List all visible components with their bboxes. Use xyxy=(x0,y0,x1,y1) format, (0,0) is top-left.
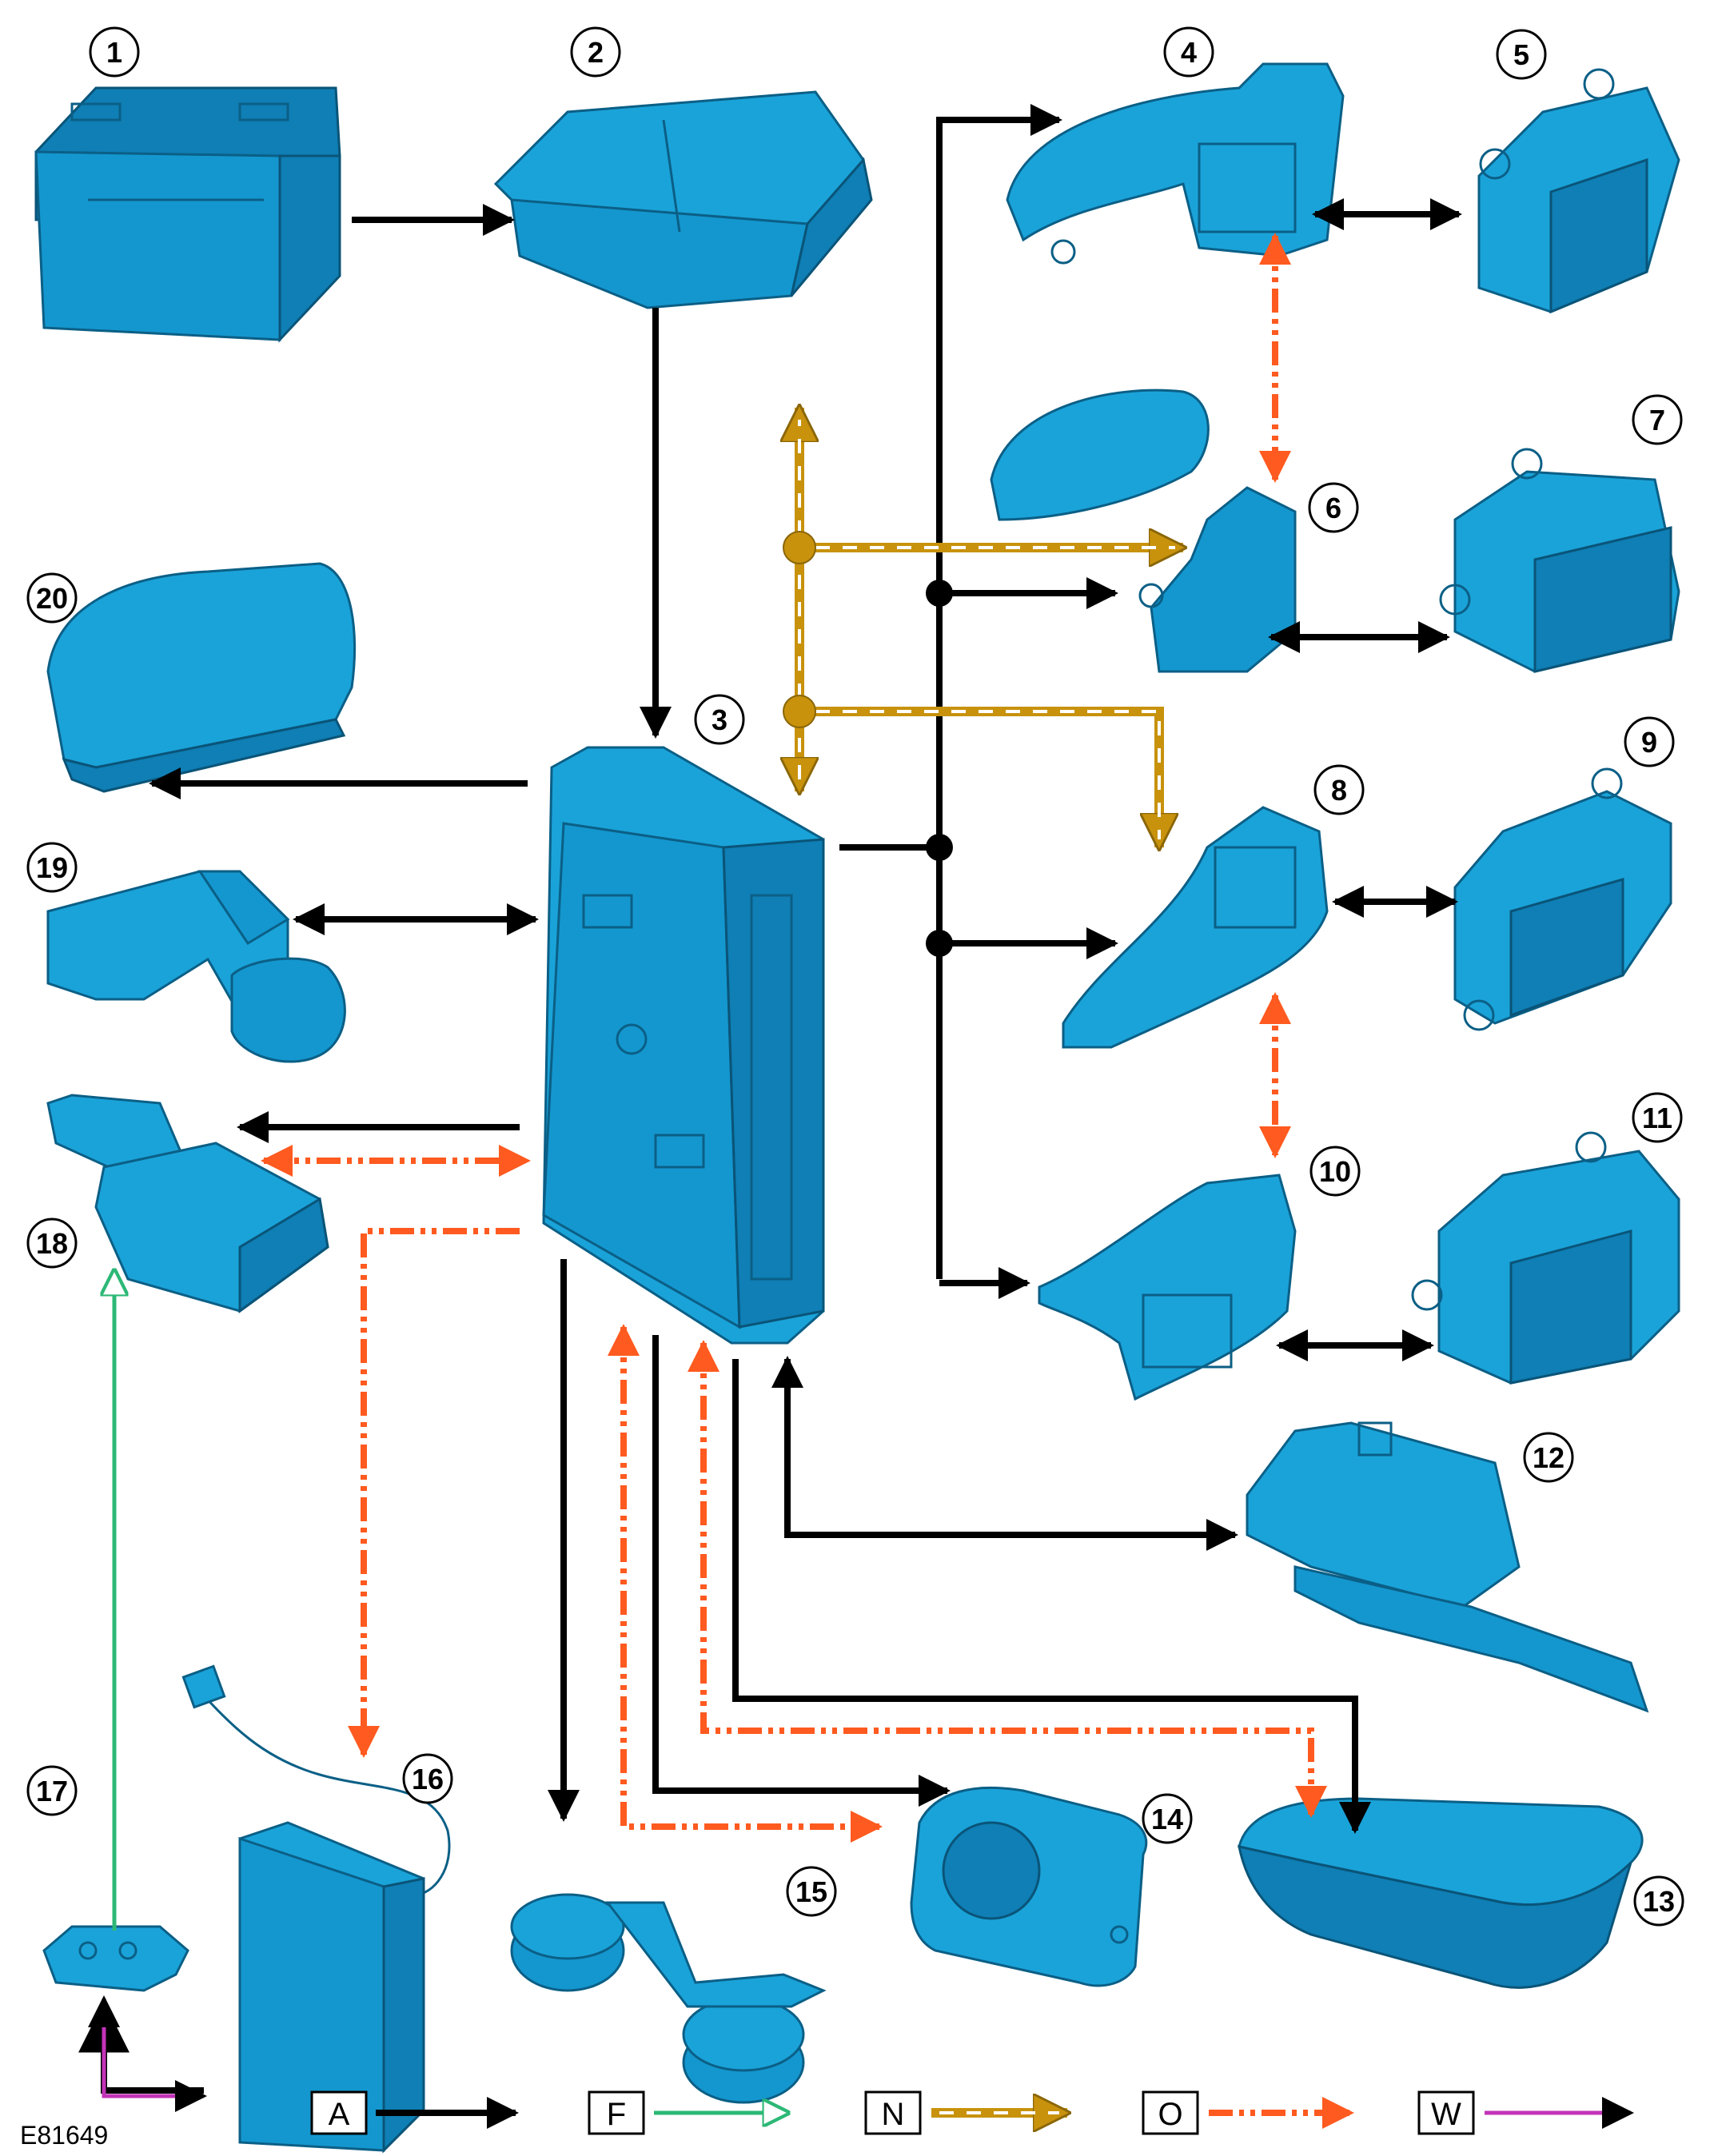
legend-item-F: F xyxy=(588,2090,787,2135)
svg-text:17: 17 xyxy=(36,1775,68,1807)
svg-text:9: 9 xyxy=(1641,726,1657,759)
callout-2: 2 xyxy=(570,26,621,78)
door-module-11 xyxy=(1411,1131,1680,1385)
callout-3: 3 xyxy=(694,694,745,745)
door-module-7 xyxy=(1439,448,1680,673)
svg-text:5: 5 xyxy=(1513,38,1529,71)
svg-text:12: 12 xyxy=(1533,1441,1565,1474)
siren xyxy=(910,1786,1148,1987)
connections-W xyxy=(88,1995,207,2112)
legend-item-N: N xyxy=(864,2090,1067,2135)
legend-item-A: A xyxy=(310,2090,519,2135)
svg-text:20: 20 xyxy=(36,582,68,615)
fuse-box xyxy=(493,90,873,309)
svg-text:18: 18 xyxy=(36,1227,68,1260)
module-12 xyxy=(1246,1421,1649,1713)
door-latch-front-left xyxy=(1006,62,1345,265)
svg-text:14: 14 xyxy=(1151,1803,1183,1835)
callout-6: 6 xyxy=(1308,482,1359,533)
svg-text:15: 15 xyxy=(795,1875,827,1908)
antenna-module xyxy=(46,1094,329,1313)
steering-column-bracket xyxy=(46,870,346,1063)
key-fob xyxy=(42,1925,189,1992)
connections-O xyxy=(261,233,1327,1843)
callout-19: 19 xyxy=(26,842,78,893)
overhead-console xyxy=(1238,1797,1644,1989)
svg-text:8: 8 xyxy=(1331,774,1347,807)
connections-N xyxy=(783,408,1183,847)
svg-text:2: 2 xyxy=(588,36,604,69)
svg-text:W: W xyxy=(1431,2097,1461,2132)
svg-text:6: 6 xyxy=(1325,492,1341,524)
instrument-cluster xyxy=(46,562,357,793)
svg-text:4: 4 xyxy=(1181,36,1197,69)
callout-4: 4 xyxy=(1163,26,1214,78)
receiver-module xyxy=(181,1664,451,2154)
callout-14: 14 xyxy=(1142,1793,1193,1844)
battery xyxy=(34,86,341,343)
legend-item-W: W xyxy=(1417,2090,1634,2135)
svg-text:19: 19 xyxy=(36,851,68,884)
svg-text:16: 16 xyxy=(412,1763,444,1795)
svg-text:3: 3 xyxy=(712,703,727,736)
legend: A F N O W xyxy=(310,2090,1634,2135)
callout-15: 15 xyxy=(786,1866,837,1917)
svg-text:7: 7 xyxy=(1649,404,1665,436)
svg-text:A: A xyxy=(329,2097,350,2132)
svg-text:N: N xyxy=(882,2097,905,2132)
svg-text:F: F xyxy=(607,2097,626,2132)
callout-11: 11 xyxy=(1632,1092,1683,1143)
figure-code: E81649 xyxy=(20,2121,108,2150)
callout-9: 9 xyxy=(1624,716,1675,767)
svg-text:13: 13 xyxy=(1643,1885,1675,1918)
callout-16: 16 xyxy=(402,1753,453,1804)
svg-text:O: O xyxy=(1158,2097,1182,2132)
door-module-9 xyxy=(1453,767,1672,1031)
door-latch-8 xyxy=(1062,806,1329,1049)
legend-item-O: O xyxy=(1142,2090,1354,2135)
callout-10: 10 xyxy=(1309,1146,1361,1197)
svg-text:11: 11 xyxy=(1642,1102,1672,1134)
callout-18: 18 xyxy=(26,1217,78,1269)
central-module xyxy=(542,746,825,1345)
door-latch-10 xyxy=(1038,1174,1297,1401)
callout-17: 17 xyxy=(26,1765,78,1816)
callout-1: 1 xyxy=(89,26,140,78)
door-module-5 xyxy=(1477,68,1680,314)
callout-20: 20 xyxy=(26,572,78,624)
door-latch-6 xyxy=(990,389,1297,673)
svg-text:1: 1 xyxy=(106,36,122,69)
callout-12: 12 xyxy=(1523,1432,1574,1483)
callout-7: 7 xyxy=(1632,394,1683,445)
svg-text:10: 10 xyxy=(1319,1155,1351,1188)
horns xyxy=(510,1893,827,2104)
callout-5: 5 xyxy=(1496,29,1547,80)
callout-13: 13 xyxy=(1633,1875,1684,1927)
callout-8: 8 xyxy=(1313,764,1365,815)
